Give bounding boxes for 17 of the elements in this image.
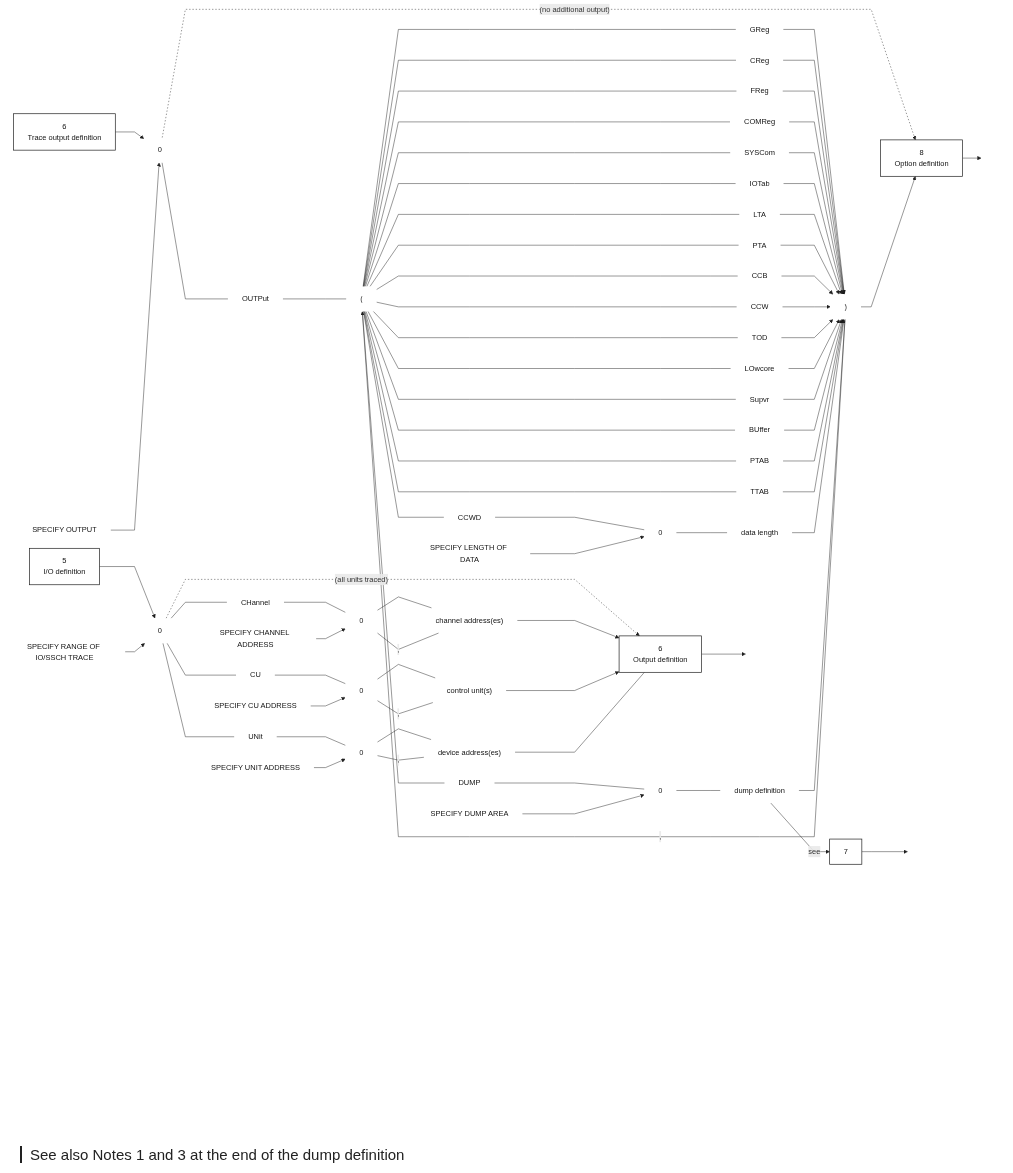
- connector: [514, 672, 645, 753]
- connector: [363, 311, 737, 493]
- connector: [362, 311, 445, 784]
- note-text: See also Notes 1 and 3 at the end of the dump definition: [20, 1146, 405, 1163]
- connector: [364, 311, 736, 431]
- connector: [377, 700, 434, 715]
- connector: [377, 728, 432, 743]
- connector: [364, 152, 731, 287]
- connector: [363, 121, 731, 287]
- connector: [365, 183, 736, 287]
- connector: [363, 311, 445, 518]
- connector: [377, 755, 425, 761]
- connector: [365, 311, 737, 400]
- connector: [798, 319, 846, 791]
- connector: [364, 311, 737, 462]
- connector: [377, 664, 436, 680]
- connector: [377, 632, 439, 650]
